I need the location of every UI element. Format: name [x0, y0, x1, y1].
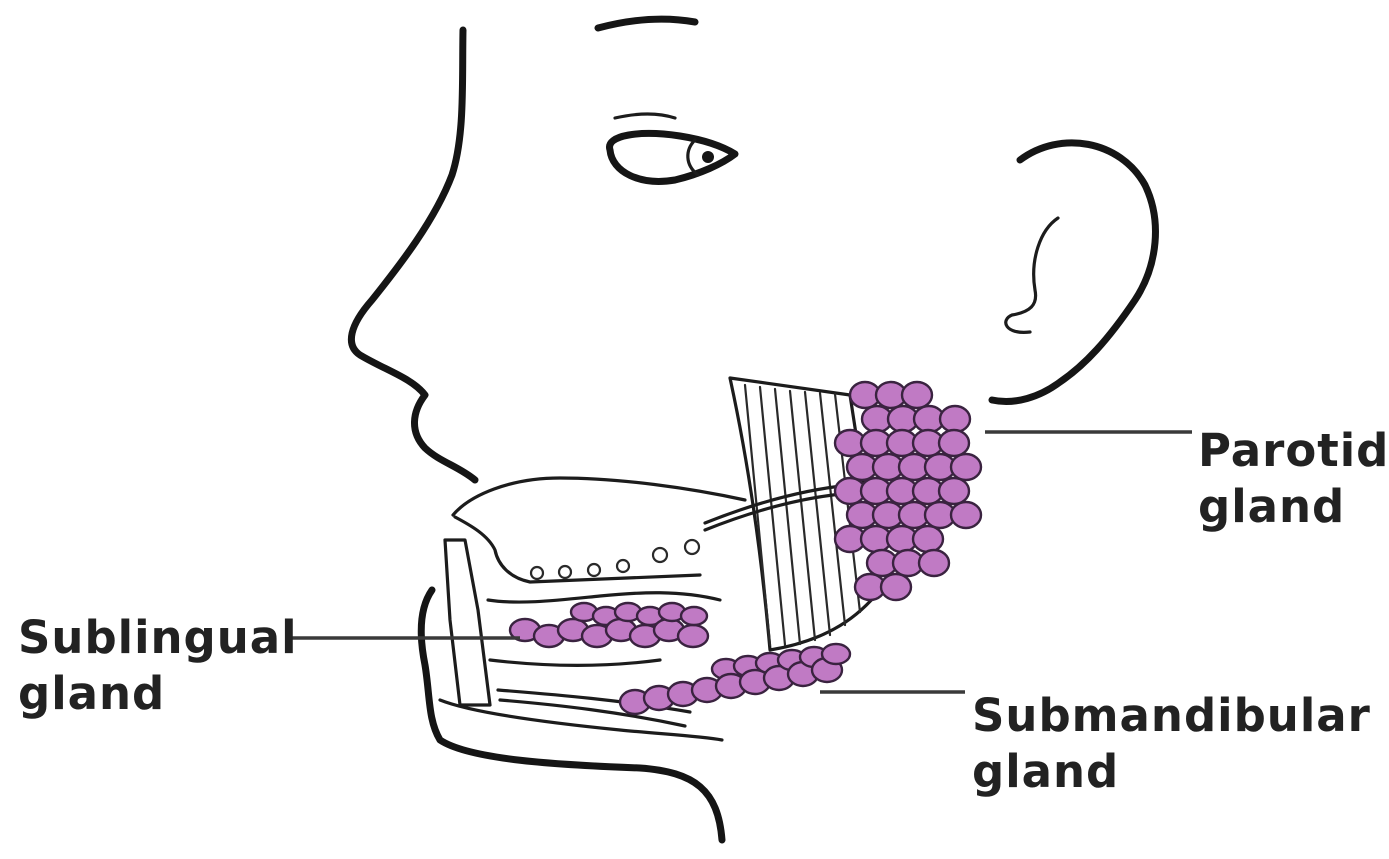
- sublingual-label-line1: Sublingual: [18, 610, 298, 666]
- gland-lobule: [902, 382, 932, 408]
- pupil: [702, 151, 714, 163]
- ear: [992, 143, 1155, 402]
- gland-lobule: [913, 526, 943, 552]
- submandibular-label-line1: Submandibular: [972, 688, 1371, 744]
- face-profile: [351, 30, 475, 480]
- gland-lobule: [940, 406, 970, 432]
- upper-eyelid: [615, 114, 675, 118]
- gland-lobule: [681, 607, 707, 625]
- gland-lobule: [951, 502, 981, 528]
- upper-lip: [453, 478, 745, 515]
- parotid-label-line2: gland: [1198, 479, 1389, 535]
- parotid-gland-label: Parotid gland: [1198, 423, 1389, 535]
- teeth-front: [445, 540, 490, 705]
- sublingual-label-line2: gland: [18, 666, 298, 722]
- gland-lobule: [678, 625, 708, 647]
- eyebrow: [598, 19, 695, 28]
- gland-lobule: [919, 550, 949, 576]
- iris: [688, 140, 698, 175]
- submandibular-gland: [620, 644, 850, 714]
- sublingual-gland: [510, 603, 708, 647]
- lower-teeth: [531, 540, 699, 579]
- mouth-floor: [490, 660, 660, 665]
- gland-lobule: [951, 454, 981, 480]
- gland-lobule: [939, 478, 969, 504]
- sublingual-gland-label: Sublingual gland: [18, 610, 298, 722]
- gland-lobule: [939, 430, 969, 456]
- submandibular-label-line2: gland: [972, 744, 1371, 800]
- ear-inner: [1006, 218, 1058, 332]
- eye: [610, 134, 735, 182]
- gland-lobule: [822, 644, 850, 664]
- parotid-gland: [835, 382, 981, 600]
- submandibular-gland-label: Submandibular gland: [972, 688, 1371, 800]
- tongue-floor: [488, 593, 720, 602]
- gland-lobule: [881, 574, 911, 600]
- parotid-label-line1: Parotid: [1198, 423, 1389, 479]
